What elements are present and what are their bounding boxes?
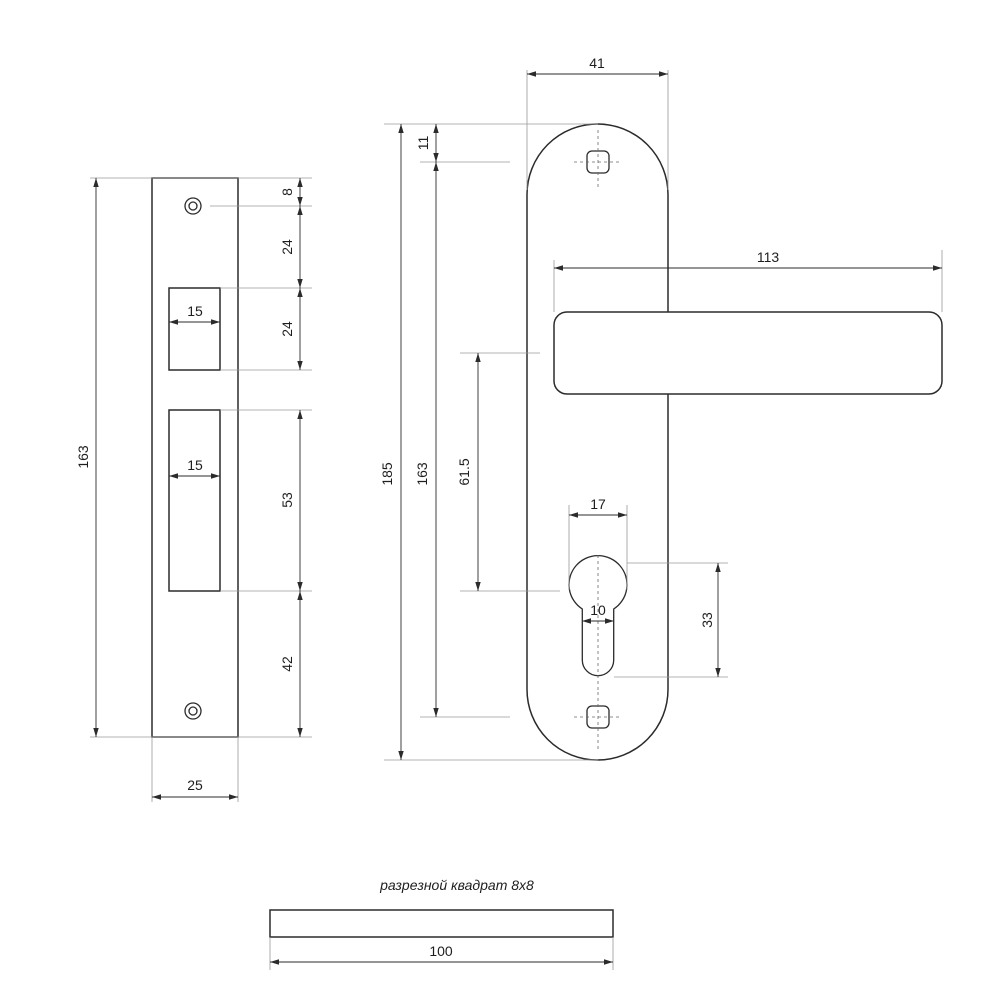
strike-bottom-offset-label: 42 [279,656,295,672]
handle-bottom-screw-slot [574,692,622,750]
strike-lower-window [168,409,221,592]
spindle-view: разрезной квадрат 8х8 100 [269,877,614,970]
handle-extension-lines [384,70,943,761]
strike-upper-window-height-label: 24 [279,321,295,337]
strike-height-label: 163 [75,445,91,469]
strike-gap-label: 24 [279,239,295,255]
screw-spacing-label: 163 [414,462,430,486]
lever-to-cylinder-label: 61.5 [456,458,472,485]
cylinder-slot-label: 10 [590,602,606,618]
strike-upper-window-width-label: 15 [187,303,203,319]
strike-plate-view: 163 8 24 24 53 42 15 15 25 [75,177,312,802]
cylinder-height-label: 33 [699,612,715,628]
strike-width-label: 25 [187,777,203,793]
strike-lower-window-width-label: 15 [187,457,203,473]
spindle-length-label: 100 [429,943,453,959]
plate-width-label: 41 [589,55,605,71]
handle-top-screw-slot [574,130,622,190]
top-offset-label: 11 [415,136,431,151]
strike-extension-lines [90,177,312,802]
strike-upper-window [168,287,221,371]
lever-length-label: 113 [757,249,780,265]
strike-top-offset-label: 8 [279,188,295,196]
strike-top-screw-hole [184,197,202,215]
spindle-caption: разрезной квадрат 8х8 [379,877,534,893]
spindle-bar [269,909,614,938]
cylinder-width-label: 17 [590,496,606,512]
strike-lower-window-height-label: 53 [279,492,295,508]
handle-view: 41 11 185 163 61.5 113 17 10 33 [379,55,943,761]
strike-bottom-screw-hole [184,702,202,720]
handle-back-plate [526,123,669,761]
handle-lever [553,311,943,395]
overall-height-label: 185 [379,462,395,486]
